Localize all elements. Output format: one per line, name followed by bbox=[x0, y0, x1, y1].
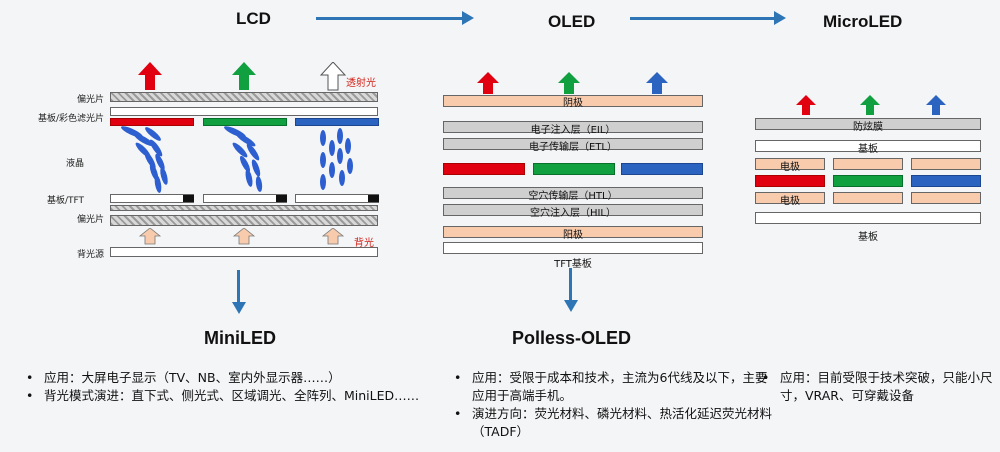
oled-hil-layer: 空穴注入层（HIL） bbox=[443, 204, 703, 219]
flow-arrow-lcd-oled bbox=[316, 17, 464, 20]
microled-substrate-top-label: 基板 bbox=[858, 144, 878, 155]
oled-title: OLED bbox=[548, 12, 596, 31]
tft-transistor-2 bbox=[276, 195, 287, 202]
oled-anode-label: 阳极 bbox=[563, 230, 583, 241]
backlight-source-layer bbox=[110, 247, 378, 257]
tft-base-layer bbox=[110, 205, 378, 211]
red-light-arrow-icon bbox=[477, 72, 499, 94]
oled-emitter-green bbox=[533, 163, 615, 175]
microled-electrode-top-2 bbox=[833, 158, 903, 170]
label-liquid-crystal: 液晶 bbox=[65, 159, 84, 169]
miniled-title: MiniLED bbox=[204, 328, 276, 348]
oled-emitter-blue bbox=[621, 163, 703, 175]
blue-light-arrow-icon bbox=[926, 95, 946, 115]
oled-emitter-red bbox=[443, 163, 525, 175]
label-backlight-source: 背光源 bbox=[76, 250, 104, 260]
oled-anode-layer: 阳极 bbox=[443, 226, 703, 241]
miniled-note-1: 应用：大屏电子显示（TV、NB、室内外显示器……） bbox=[26, 369, 444, 387]
label-polarizer-top: 偏光片 bbox=[76, 95, 104, 105]
tft-cell-3 bbox=[295, 194, 379, 203]
green-light-arrow-icon bbox=[860, 95, 880, 115]
microled-light-arrows bbox=[796, 95, 946, 115]
transmitted-light-label: 透射光 bbox=[346, 78, 376, 89]
microled-chip-red bbox=[755, 175, 825, 187]
oled-cathode-label: 阴极 bbox=[563, 98, 583, 109]
polless-note-1: 应用：受限于成本和技术，主流为6代线及以下，主要应用于高端手机。 bbox=[454, 369, 772, 405]
polarizer-top-layer bbox=[110, 92, 378, 102]
label-substrate-filter: 基板/彩色滤光片 bbox=[37, 114, 104, 124]
blue-light-arrow-icon bbox=[646, 72, 668, 94]
polless-oled-title: Polless-OLED bbox=[512, 328, 632, 348]
microled-chip-green bbox=[833, 175, 903, 187]
miniled-note-2: 背光模式演进：直下式、侧光式、区域调光、全阵列、MiniLED…… bbox=[26, 387, 444, 405]
oled-eil-layer: 电子注入层（EIL） bbox=[443, 121, 703, 136]
oled-etl-layer: 电子传输层（ETL） bbox=[443, 138, 703, 153]
down-arrow-oled bbox=[569, 268, 572, 302]
microled-substrate-bottom-label: 基板 bbox=[858, 232, 878, 243]
color-filter-green bbox=[203, 118, 287, 126]
microled-title: MicroLED bbox=[823, 12, 903, 31]
green-light-arrow-icon bbox=[558, 72, 580, 94]
oled-htl-label: 空穴传输层（HTL） bbox=[528, 191, 618, 202]
polarizer-bottom-layer bbox=[110, 215, 378, 226]
oled-eil-label: 电子注入层（EIL） bbox=[530, 125, 616, 136]
microled-electrode-top-label: 电极 bbox=[780, 162, 800, 173]
microled-protective-film: 防炫膜 bbox=[755, 118, 981, 133]
microled-substrate-top: 基板 bbox=[755, 140, 981, 155]
substrate-filter-layer bbox=[110, 107, 378, 116]
microled-electrode-bottom-2 bbox=[833, 192, 903, 204]
polless-note-2: 演进方向：荧光材料、磷光材料、热活化延迟荧光材料（TADF） bbox=[454, 405, 772, 441]
down-arrowhead-lcd bbox=[232, 302, 246, 314]
microled-note-1: 应用：目前受限于技术突破，只能小尺寸，VRAR、可穿戴设备 bbox=[762, 369, 1000, 405]
microled-substrate-bottom bbox=[755, 212, 981, 224]
red-light-arrow-icon bbox=[796, 95, 816, 115]
red-light-arrow-icon bbox=[138, 62, 162, 90]
white-light-arrow-icon bbox=[319, 62, 347, 91]
oled-hil-label: 空穴注入层（HIL） bbox=[529, 208, 617, 219]
lcd-light-arrows bbox=[138, 62, 347, 91]
microled-electrode-top-1: 电极 bbox=[755, 158, 825, 173]
down-arrow-lcd bbox=[237, 270, 240, 304]
color-filter-red bbox=[110, 118, 194, 126]
oled-tft-substrate-label: TFT基板 bbox=[554, 259, 592, 270]
color-filter-blue bbox=[295, 118, 379, 126]
flow-arrowhead-lcd-oled bbox=[462, 11, 474, 25]
backlight-arrow-icon-1 bbox=[138, 228, 162, 245]
backlight-arrow-icon-2 bbox=[232, 228, 256, 245]
microled-chip-blue bbox=[911, 175, 981, 187]
down-arrowhead-oled bbox=[564, 300, 578, 312]
miniled-notes: 应用：大屏电子显示（TV、NB、室内外显示器……） 背光模式演进：直下式、侧光式… bbox=[22, 369, 444, 405]
oled-htl-layer: 空穴传输层（HTL） bbox=[443, 187, 703, 202]
oled-cathode-layer: 阴极 bbox=[443, 95, 703, 109]
tft-transistor-1 bbox=[183, 195, 194, 202]
liquid-crystal-molecules bbox=[121, 126, 353, 193]
oled-etl-label: 电子传输层（ETL） bbox=[529, 142, 617, 153]
backlight-arrows bbox=[138, 228, 345, 245]
flow-arrow-oled-microled bbox=[630, 17, 776, 20]
microled-notes: 应用：目前受限于技术突破，只能小尺寸，VRAR、可穿戴设备 bbox=[758, 369, 1000, 405]
microled-electrode-bottom-1: 电极 bbox=[755, 192, 825, 207]
microled-protective-film-label: 防炫膜 bbox=[853, 122, 883, 133]
label-substrate-tft: 基板/TFT bbox=[46, 196, 84, 206]
tft-cell-1 bbox=[110, 194, 194, 203]
polless-notes: 应用：受限于成本和技术，主流为6代线及以下，主要应用于高端手机。 演进方向：荧光… bbox=[450, 369, 772, 441]
microled-electrode-top-3 bbox=[911, 158, 981, 170]
microled-electrode-bottom-label: 电极 bbox=[780, 196, 800, 207]
label-polarizer-bottom: 偏光片 bbox=[76, 215, 104, 225]
flow-arrowhead-oled-microled bbox=[774, 11, 786, 25]
green-light-arrow-icon bbox=[232, 62, 256, 90]
tft-transistor-3 bbox=[368, 195, 379, 202]
backlight-arrow-icon-3 bbox=[321, 228, 345, 245]
microled-electrode-bottom-3 bbox=[911, 192, 981, 204]
oled-light-arrows bbox=[477, 72, 668, 94]
lcd-title: LCD bbox=[236, 9, 271, 28]
backlight-label: 背光 bbox=[354, 238, 374, 249]
tft-cell-2 bbox=[203, 194, 287, 203]
oled-tft-substrate-layer bbox=[443, 242, 703, 254]
